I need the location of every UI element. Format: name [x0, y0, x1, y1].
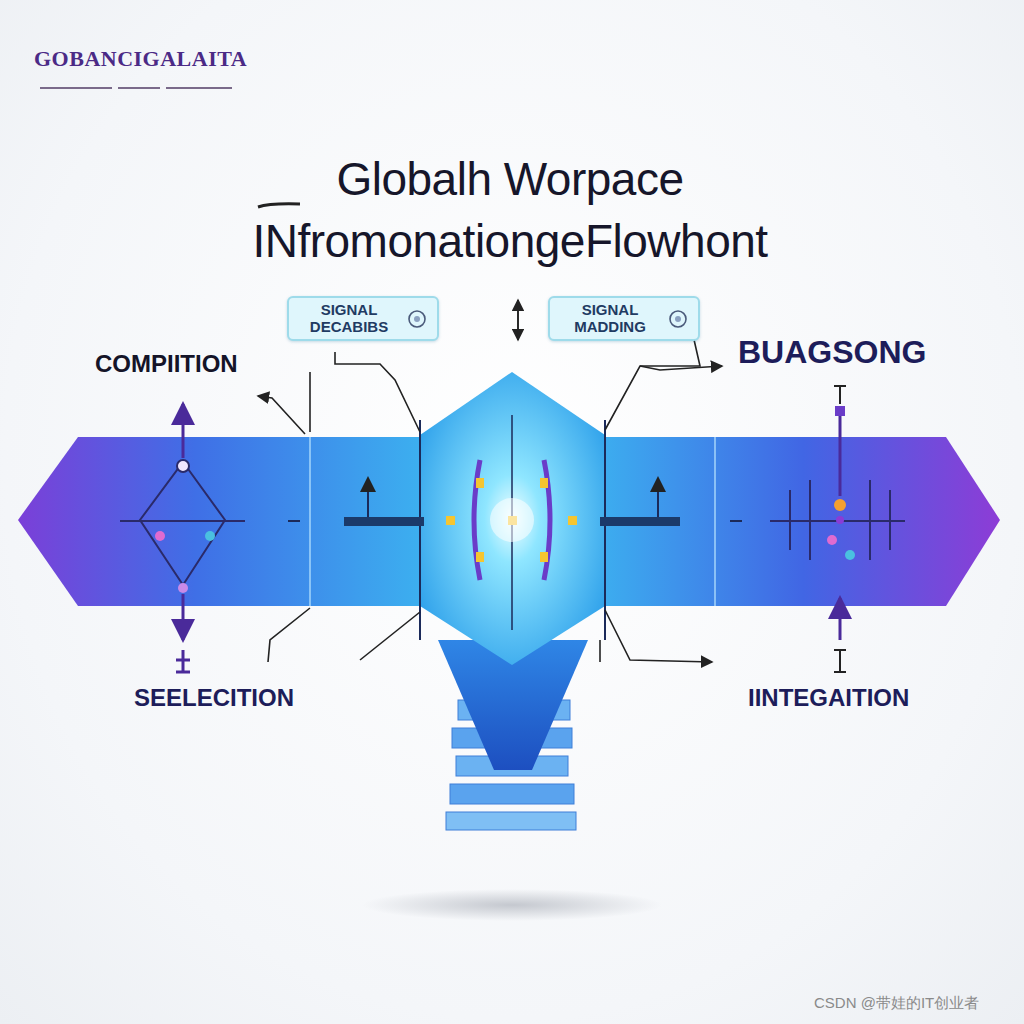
stage-label: BUAGSONG: [738, 334, 926, 371]
stage-label: IINTEGAITION: [748, 684, 909, 712]
central-hub: [420, 372, 605, 665]
stage-label: COMPIITION: [95, 350, 238, 378]
logo-subline: [40, 87, 232, 89]
watermark: CSDN @带娃的IT创业者: [814, 994, 979, 1013]
box-text: SIGNAL MADDING: [558, 302, 662, 335]
hub-signals: [446, 460, 577, 580]
box-icon: [405, 308, 429, 330]
flow-arrows: [176, 386, 846, 672]
competition-glyph: [120, 460, 245, 593]
title-underline: [258, 204, 300, 207]
band-arrows: [288, 478, 742, 526]
box-text: SIGNAL DECABIBS: [297, 302, 401, 335]
broadcasting-glyph: [770, 480, 905, 560]
logo-text: GOBANCIGALAITA: [34, 46, 247, 72]
hub-lines: [420, 415, 605, 640]
stage-label: SEELECITION: [134, 684, 294, 712]
ground-shadow: [362, 889, 662, 921]
pedestal: [438, 640, 588, 830]
box-icon: [666, 308, 690, 330]
diagram-title: Globalh Worpace INfromonationgeFlowhont: [170, 148, 850, 272]
leader-lines: [258, 300, 722, 662]
signal-box: SIGNAL DECABIBS: [287, 296, 439, 341]
signal-box: SIGNAL MADDING: [548, 296, 700, 341]
